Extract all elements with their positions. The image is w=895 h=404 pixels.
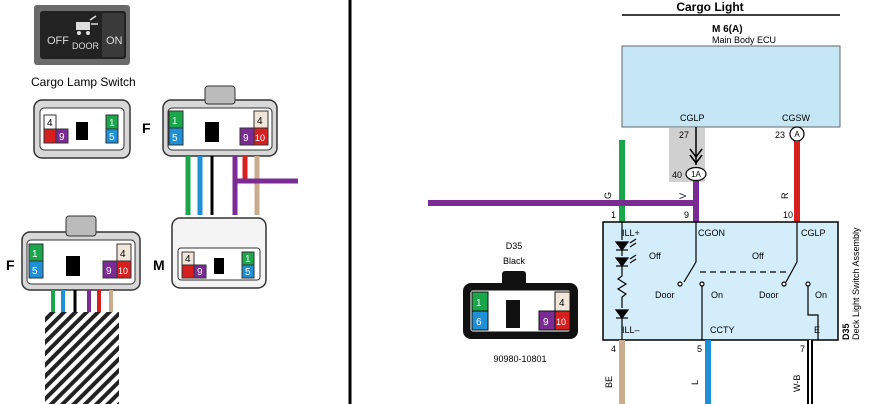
pin-label: 10 — [556, 317, 566, 327]
pin-label: 1 — [476, 298, 482, 309]
wire-be-label: BE — [604, 376, 614, 388]
connector-m-label: M — [153, 257, 165, 273]
pin-5-label: 5 — [697, 344, 702, 354]
junction-1a — [685, 166, 707, 182]
d35-label: D35 — [506, 241, 523, 251]
wire-r-label: R — [780, 192, 790, 199]
pin-label: 1 — [245, 254, 251, 265]
ccty-label: CCTY — [710, 325, 735, 335]
pin-10-label: 10 — [783, 210, 793, 220]
ecu-connector-label: M 6(A) — [712, 24, 743, 35]
side-d35-label: D35 — [841, 323, 851, 340]
e-label: E — [814, 325, 820, 335]
switch-door-label: DOOR — [72, 41, 100, 51]
cglp-switch-label: CGLP — [801, 228, 826, 238]
side-name-label: Deck Light Switch Assembly — [851, 227, 861, 340]
deck-light-switch-assembly: ILL+ CGON CGLP Off Off Door On Door On I… — [602, 221, 839, 341]
pin-label: 10 — [118, 266, 128, 276]
pin-label: 10 — [255, 133, 265, 143]
pin-label: 4 — [559, 298, 565, 309]
pin-label: 9 — [243, 133, 249, 144]
connector-f-label: F — [142, 120, 151, 136]
truck-lamp-icon — [76, 15, 98, 35]
pin-label: 1 — [109, 118, 115, 129]
part-number-label: 90980-10801 — [493, 354, 546, 364]
connector-f2-label: F — [6, 257, 15, 273]
pin-label: 1 — [32, 249, 38, 260]
pin-label: 4 — [120, 249, 126, 260]
pin-27-label: 27 — [679, 130, 689, 140]
d35-connector: 1 6 4 9 10 — [463, 271, 578, 339]
switch-contacts — [677, 222, 819, 340]
chevron-down-icon — [689, 154, 703, 165]
ill-minus-label: ILL– — [622, 325, 640, 335]
door-right-label: Door — [759, 290, 779, 300]
door-left-label: Door — [655, 290, 675, 300]
switch-on-label: ON — [106, 35, 123, 47]
wire-l-label: L — [690, 380, 700, 385]
led-chain — [614, 222, 637, 340]
pin-23-label: 23 — [775, 130, 785, 140]
pin-label: 5 — [32, 266, 38, 277]
cargo-switch-photo: OFF DOOR ON — [34, 5, 130, 65]
cgon-label: CGON — [698, 228, 725, 238]
on-left-label: On — [711, 290, 723, 300]
pin-label: 9 — [197, 267, 203, 278]
connector-f-upper: 1 5 4 9 10 — [162, 85, 278, 157]
wire-wb-label: W-B — [792, 375, 802, 392]
pin-7-label: 7 — [800, 344, 805, 354]
pin-9-label: 9 — [684, 210, 689, 220]
pin-label: 4 — [185, 254, 191, 265]
wire-v-label: V — [678, 193, 688, 199]
pin-label: 4 — [257, 116, 263, 127]
on-right-label: On — [815, 290, 827, 300]
pin-label: 6 — [476, 317, 482, 328]
pin-label: 5 — [245, 267, 251, 278]
junction-1a-label: 1A — [691, 170, 701, 179]
cargo-lamp-switch-label: Cargo Lamp Switch — [31, 75, 136, 89]
pin-1-label: 1 — [611, 210, 616, 220]
ecu-cglp-label: CGLP — [680, 113, 705, 123]
pin-label: 4 — [47, 118, 53, 129]
switch-off-label: OFF — [47, 35, 69, 47]
harness-wires-lower — [45, 290, 119, 404]
ill-plus-label: ILL+ — [622, 228, 640, 238]
pin-label: 9 — [59, 132, 65, 143]
pin-4-label: 4 — [611, 344, 616, 354]
pin-label: 9 — [106, 266, 112, 277]
wire-g-label: G — [603, 192, 613, 199]
switch-connector: 4 9 1 5 — [33, 99, 131, 159]
connector-f-lower: 1 5 4 9 10 — [21, 215, 141, 291]
ecu-name-label: Main Body ECU — [712, 35, 776, 45]
pin-label: 1 — [172, 116, 178, 127]
terminal-a-label: A — [794, 130, 800, 139]
main-body-ecu: M 6(A) Main Body ECU CGLP CGSW — [621, 24, 841, 128]
ecu-cgsw-label: CGSW — [782, 113, 811, 123]
harness-wires-upper — [185, 156, 298, 215]
pin-40-label: 40 — [672, 170, 682, 180]
d35-color-label: Black — [503, 256, 526, 266]
connector-m: 4 9 1 5 — [171, 217, 267, 289]
pin-label: 5 — [172, 133, 178, 144]
off-left-label: Off — [649, 251, 661, 261]
off-right-label: Off — [752, 251, 764, 261]
diagram-title: Cargo Light — [676, 0, 743, 14]
pin-label: 5 — [109, 132, 115, 143]
pin-label: 9 — [543, 317, 549, 328]
